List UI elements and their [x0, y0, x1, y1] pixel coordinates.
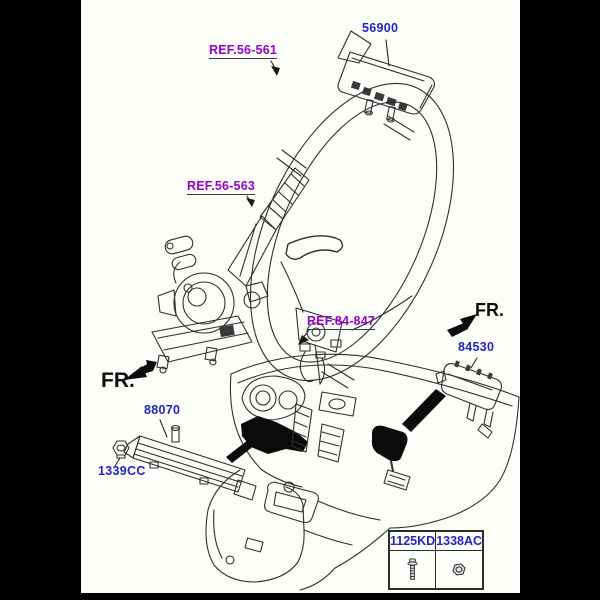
console-drawing: [205, 469, 381, 591]
steering-column-drawing: [151, 167, 344, 374]
fastener-code-1125kd[interactable]: 1125KD: [390, 532, 437, 551]
leader-lines: [114, 39, 478, 467]
fastener-table: 1125KD 1338AC: [388, 530, 484, 590]
driver-airbag-drawing: [337, 30, 435, 123]
bolt-icon: [390, 551, 437, 588]
passenger-airbag-drawing: [435, 360, 502, 439]
part-number-1339cc[interactable]: 1339CC: [98, 464, 146, 478]
fr-direction-label-left: FR.: [101, 369, 135, 392]
passenger-airbag-recess: [371, 425, 408, 462]
fastener-code-1338ac[interactable]: 1338AC: [436, 532, 483, 551]
fr-arrow-left-icon: [124, 360, 157, 380]
cluster-blackout-area: [241, 416, 308, 454]
pointer-swoosh-knee-airbag: [226, 430, 268, 463]
part-number-84530[interactable]: 84530: [458, 340, 495, 354]
pointer-swoosh-passenger-airbag: [402, 389, 446, 432]
fr-arrow-right-icon: [447, 314, 477, 337]
fr-direction-label-right: FR.: [475, 300, 504, 320]
ref-link-56-561[interactable]: REF.56-561: [209, 43, 278, 60]
dashboard-drawing: [226, 353, 520, 569]
steering-wheel-drawing: [249, 82, 455, 389]
nut-icon: [436, 551, 482, 588]
part-number-88070[interactable]: 88070: [144, 403, 181, 417]
ref-link-84-847[interactable]: REF.84-847: [307, 314, 376, 331]
diagram-canvas: [81, 0, 520, 593]
part-number-56900[interactable]: 56900: [362, 21, 399, 35]
nut-drawing: [112, 440, 130, 459]
ref-link-56-563[interactable]: REF.56-563: [187, 179, 256, 196]
knee-airbag-drawing: [123, 424, 257, 501]
